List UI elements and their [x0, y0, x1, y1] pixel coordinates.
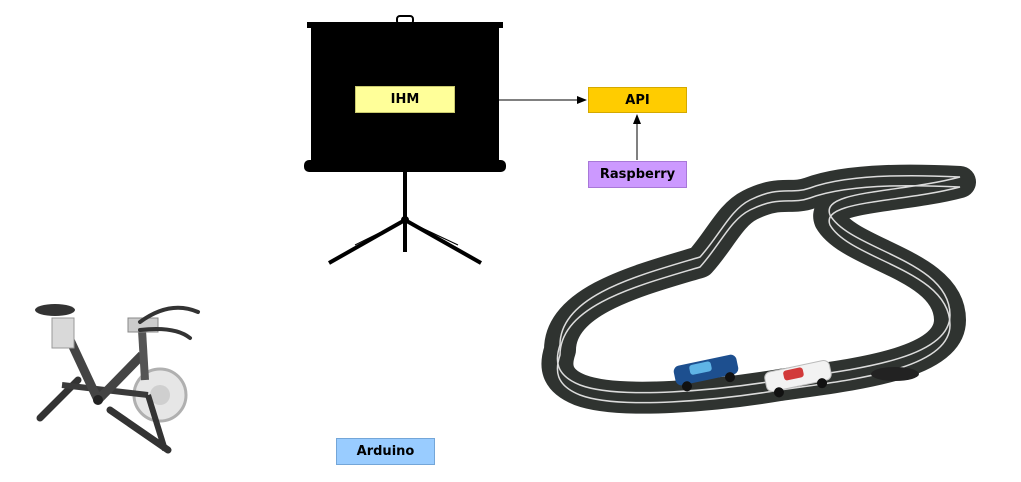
arduino-node-label: Arduino [356, 444, 415, 459]
raspberry-node-label: Raspberry [599, 167, 676, 182]
exercise-bike-illustration [35, 304, 200, 454]
api-node-label: API [625, 92, 650, 108]
arduino-node[interactable]: Arduino [336, 438, 435, 465]
blue-race-car-illustration [673, 354, 739, 392]
ihm-node[interactable]: IHM [355, 86, 455, 113]
slot-car-track-illustration [541, 164, 976, 414]
white-race-car-illustration [764, 359, 832, 398]
api-node[interactable]: API [588, 87, 687, 113]
raspberry-node[interactable]: Raspberry [588, 161, 687, 188]
ihm-node-label: IHM [390, 92, 420, 107]
projector-screen-illustration [304, 15, 506, 265]
